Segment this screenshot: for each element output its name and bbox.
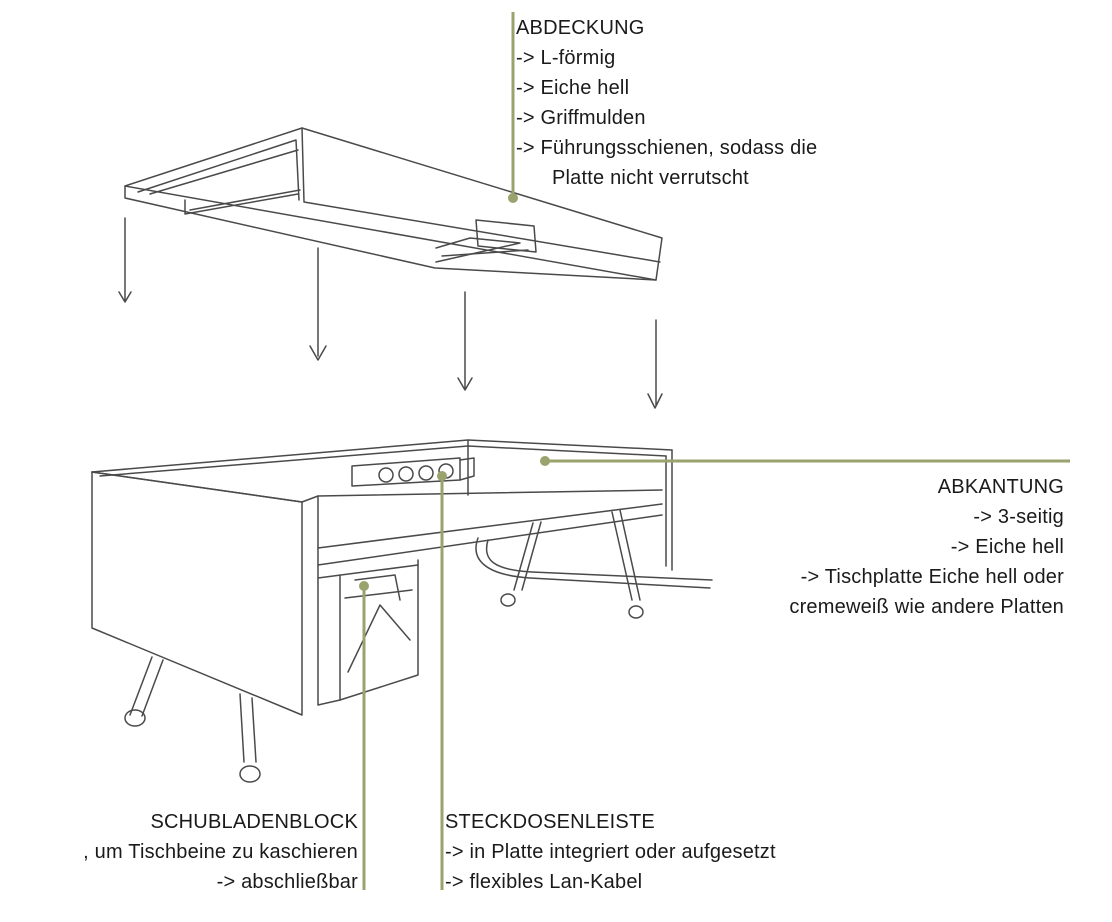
leader-dot-abkantung	[540, 456, 550, 466]
cover-drawing	[124, 127, 663, 281]
annotation-abdeckung-title: ABDECKUNG	[516, 17, 645, 39]
annotation-abkantung-line: -> Tischplatte Eiche hell oder	[800, 566, 1064, 588]
annotation-schubladenblock: SCHUBLADENBLOCK , um Tischbeine zu kasch…	[83, 807, 358, 897]
annotation-steckdosenleiste-line: -> flexibles Lan-Kabel	[445, 871, 643, 893]
annotation-abkantung-line: cremeweiß wie andere Platten	[789, 596, 1064, 618]
annotation-schubladenblock-title: SCHUBLADENBLOCK	[150, 811, 358, 833]
annotation-schubladenblock-line: , um Tischbeine zu kaschieren	[83, 841, 358, 863]
annotation-schubladenblock-line: -> abschließbar	[216, 871, 358, 893]
leader-dot-steckdosenleiste	[437, 471, 447, 481]
annotation-abdeckung-line: -> Griffmulden	[516, 107, 646, 129]
annotation-abkantung-line: -> Eiche hell	[950, 536, 1064, 558]
annotation-abkantung: ABKANTUNG -> 3-seitig -> Eiche hell -> T…	[789, 472, 1064, 622]
annotation-steckdosenleiste-title: STECKDOSENLEISTE	[445, 811, 655, 833]
annotation-abkantung-title: ABKANTUNG	[937, 476, 1064, 498]
annotation-abkantung-line: -> 3-seitig	[973, 506, 1064, 528]
annotation-abdeckung-line: -> L-förmig	[516, 47, 616, 69]
annotation-abdeckung: ABDECKUNG -> L-förmig -> Eiche hell -> G…	[516, 13, 817, 193]
desk-drawing	[91, 439, 713, 783]
annotation-abdeckung-line: -> Führungsschienen, sodass die	[516, 137, 818, 159]
placement-arrows	[118, 217, 663, 409]
leader-dot-abdeckung	[508, 193, 518, 203]
annotation-abdeckung-line: Platte nicht verrutscht	[552, 167, 749, 189]
annotation-steckdosenleiste: STECKDOSENLEISTE -> in Platte integriert…	[445, 807, 776, 897]
leader-dot-schubladenblock	[359, 581, 369, 591]
annotation-abdeckung-line: -> Eiche hell	[516, 77, 630, 99]
annotation-steckdosenleiste-line: -> in Platte integriert oder aufgesetzt	[445, 841, 776, 863]
